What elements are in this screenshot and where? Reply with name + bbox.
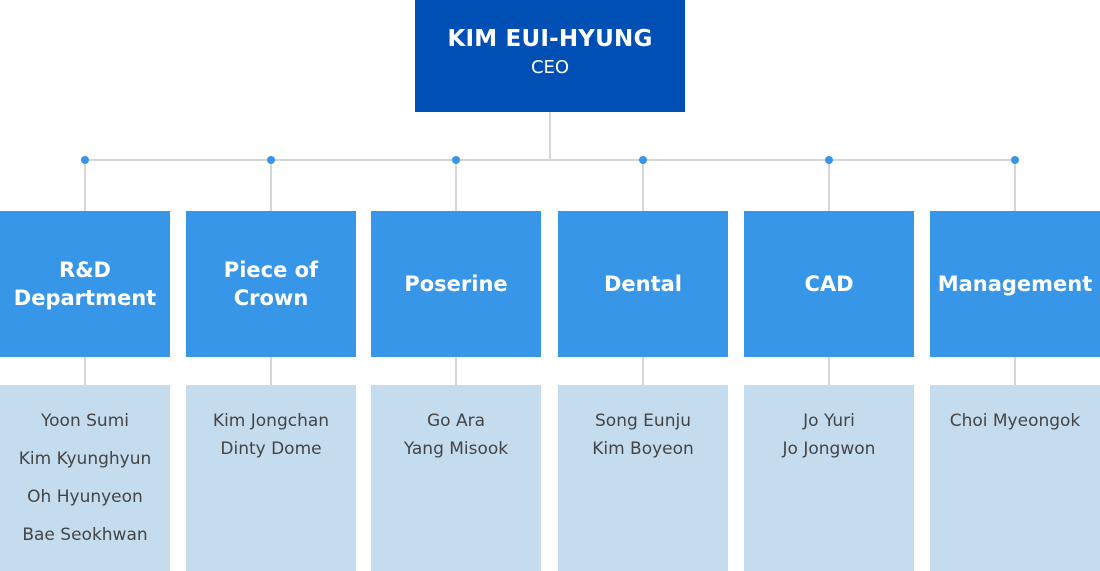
dept-connector xyxy=(84,160,86,211)
member-connector xyxy=(828,357,830,385)
horizontal-connector xyxy=(85,159,1015,161)
member-connector xyxy=(455,357,457,385)
member-name: Jo Yuri xyxy=(803,411,855,431)
member-connector xyxy=(270,357,272,385)
dept-connector xyxy=(642,160,644,211)
department-name-line: Department xyxy=(13,286,157,310)
member-name: Kim Jongchan xyxy=(212,411,330,431)
member-name: Yang Misook xyxy=(403,439,509,459)
member-connector xyxy=(84,357,86,385)
department-box: Piece of Crown xyxy=(186,211,356,357)
member-name: Bae Seokhwan xyxy=(22,525,148,545)
department-box: Management xyxy=(930,211,1100,357)
members-box: Choi Myeongok xyxy=(930,385,1100,571)
department-name-line: Dental xyxy=(603,272,683,296)
dept-connector xyxy=(828,160,830,211)
member-name: Oh Hyunyeon xyxy=(27,487,143,507)
connector-dot xyxy=(639,156,647,164)
dept-connector xyxy=(270,160,272,211)
ceo-box: KIM EUI-HYUNG CEO xyxy=(415,0,685,112)
connector-dot xyxy=(81,156,89,164)
member-name: Kim Kyunghyun xyxy=(18,449,152,469)
department-name-line: R&D xyxy=(59,258,111,282)
member-name: Yoon Sumi xyxy=(41,411,129,431)
department-name: Piece of Crown xyxy=(224,256,318,312)
department-name: CAD xyxy=(804,270,853,298)
department-name: Poserine xyxy=(404,270,507,298)
connector-dot xyxy=(452,156,460,164)
member-name: Dinty Dome xyxy=(220,439,322,459)
department-box: Dental xyxy=(558,211,728,357)
department-box: Poserine xyxy=(371,211,541,357)
dept-connector xyxy=(455,160,457,211)
member-connector xyxy=(642,357,644,385)
department-name-line: Crown xyxy=(233,286,309,310)
department-name-line: Piece of xyxy=(223,258,319,282)
members-box: Jo Yuri Jo Jongwon xyxy=(744,385,914,571)
department-name: Dental xyxy=(604,270,682,298)
department-name-line: Poserine xyxy=(404,272,508,296)
member-name: Song Eunju xyxy=(595,411,691,431)
department-box: R&D Department xyxy=(0,211,170,357)
member-name: Choi Myeongok xyxy=(949,411,1081,431)
department-box: CAD xyxy=(744,211,914,357)
department-name: Management xyxy=(938,270,1093,298)
department-name: R&D Department xyxy=(14,256,156,312)
ceo-role: CEO xyxy=(530,57,570,78)
department-name-line: Management xyxy=(937,272,1093,296)
member-connector xyxy=(1014,357,1016,385)
connector-dot xyxy=(267,156,275,164)
ceo-name: KIM EUI-HYUNG xyxy=(447,26,653,52)
dept-connector xyxy=(1014,160,1016,211)
member-name: Kim Boyeon xyxy=(592,439,694,459)
connector-dot xyxy=(825,156,833,164)
connector-dot xyxy=(1011,156,1019,164)
member-name: Go Ara xyxy=(426,411,485,431)
member-name: Jo Jongwon xyxy=(782,439,876,459)
department-name-line: CAD xyxy=(804,272,854,296)
ceo-connector xyxy=(549,112,551,161)
